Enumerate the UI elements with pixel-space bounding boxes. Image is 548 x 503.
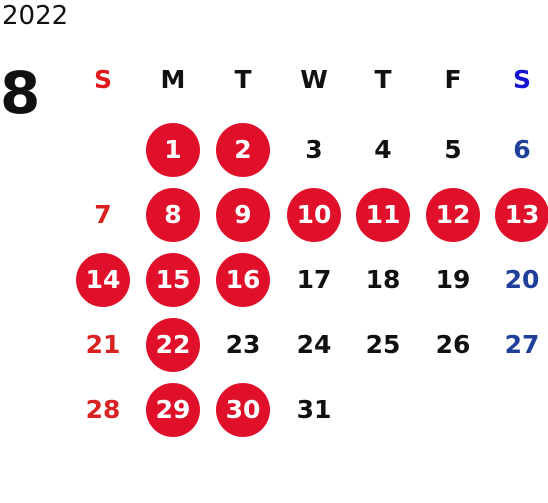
day-cell: 17 [296,265,332,294]
holiday-day-cell: 22 [146,318,200,372]
day-cell: 18 [365,265,401,294]
holiday-day-cell: 14 [76,253,130,307]
holiday-day-cell: 9 [216,188,270,242]
holiday-day-cell: 29 [146,383,200,437]
weekday-header: T [234,65,252,94]
holiday-day-cell: 15 [146,253,200,307]
day-cell: 19 [435,265,471,294]
holiday-day-cell: 11 [356,188,410,242]
weekday-header: T [374,65,392,94]
weekday-header: M [160,65,186,94]
year-label: 2022 [2,1,69,31]
day-cell: 25 [365,330,401,359]
holiday-day-cell: 1 [146,123,200,177]
month-number: 8 [0,59,41,127]
day-cell: 4 [374,135,392,164]
holiday-day-cell: 10 [287,188,341,242]
day-cell: 24 [296,330,332,359]
day-cell: 21 [85,330,121,359]
holiday-day-cell: 2 [216,123,270,177]
day-cell: 7 [94,200,112,229]
day-cell: 28 [85,395,121,424]
day-cell: 27 [504,330,540,359]
day-cell: 31 [296,395,332,424]
weekday-header: S [512,65,531,94]
holiday-day-cell: 16 [216,253,270,307]
day-cell: 6 [513,135,531,164]
weekday-header: F [444,65,462,94]
weekday-header: S [93,65,112,94]
day-cell: 5 [444,135,462,164]
holiday-day-cell: 12 [426,188,480,242]
holiday-day-cell: 30 [216,383,270,437]
holiday-day-cell: 13 [495,188,548,242]
holiday-day-cell: 8 [146,188,200,242]
day-cell: 23 [225,330,261,359]
weekday-header: W [300,65,328,94]
day-cell: 26 [435,330,471,359]
day-cell: 3 [305,135,323,164]
day-cell: 20 [504,265,540,294]
